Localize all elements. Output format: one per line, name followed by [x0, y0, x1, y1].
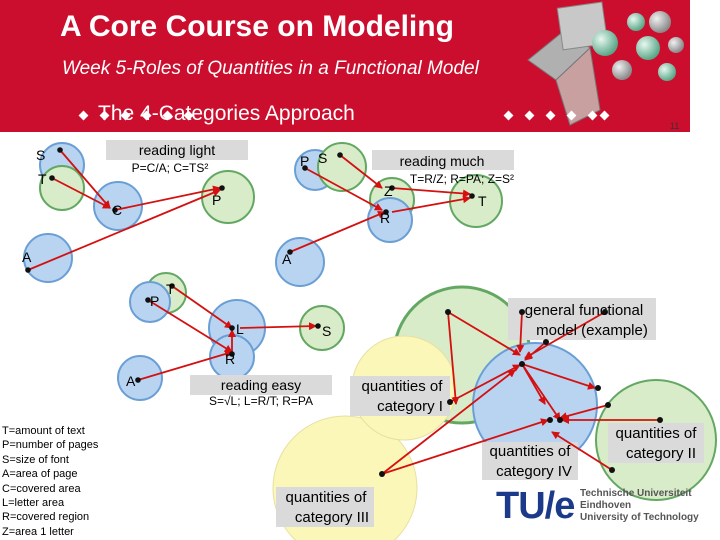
- legend-item: P=number of pages: [2, 439, 99, 452]
- category-I-label-box: [350, 376, 450, 416]
- legend-item: S=size of font: [2, 453, 69, 466]
- legend-item: C=covered area: [2, 482, 81, 495]
- reading-light-label: reading light: [139, 142, 215, 158]
- legend-item: A=area of page: [2, 468, 78, 481]
- node-Z-much: Z: [384, 183, 393, 199]
- category-II-line2: category II: [626, 445, 696, 462]
- page-subtitle: Week 5-Roles of Quantities in a Function…: [62, 58, 479, 79]
- arrows: [27, 149, 660, 475]
- legend-item: R=covered region: [2, 511, 90, 524]
- node-A-light: A: [22, 249, 32, 265]
- category-II-line1: quantities of: [616, 425, 698, 442]
- page-title: A Core Course on Modeling: [60, 10, 454, 43]
- legend-item: Z=area 1 letter: [2, 525, 74, 538]
- general-model-label-line2: model (example): [536, 322, 648, 339]
- reading-much-formula: T=R/Z; R=PA; Z=S²: [410, 172, 514, 186]
- tue-logo: TU/e: [496, 485, 575, 528]
- legend-item: L=letter area: [2, 497, 65, 510]
- node-A-much: A: [282, 251, 292, 267]
- node-dots: [25, 147, 663, 477]
- node-R-easy: R: [225, 351, 235, 367]
- reading-easy-formula: S=√L; L=R/T; R=PA: [209, 394, 313, 408]
- general-model-label-box: [508, 298, 656, 340]
- category-IV-line1: quantities of: [490, 443, 572, 460]
- node-T-light: T: [38, 171, 47, 187]
- category-II-label-box: [608, 423, 704, 463]
- category-III-line1: quantities of: [286, 489, 368, 506]
- reading-light-formula: P=C/A; C=TS²: [132, 161, 209, 175]
- decorative-shapes: [527, 1, 684, 126]
- node-A-easy: A: [126, 373, 136, 389]
- node-C-light: C: [112, 202, 122, 218]
- university-name-line2: Eindhoven: [580, 500, 632, 511]
- node-T-easy: T: [166, 281, 175, 297]
- node-R-much: R: [380, 210, 390, 226]
- node-P-much: P: [300, 153, 309, 169]
- cluster-reading-light: [23, 140, 255, 283]
- category-IV-label-box: [482, 442, 578, 480]
- node-labels: S T C P A P S Z T R A T P L S R A: [22, 147, 487, 389]
- node-T-much: T: [478, 193, 487, 209]
- header-diamonds: [78, 110, 610, 121]
- category-I-line1: quantities of: [362, 378, 444, 395]
- university-name-line3: University of Technology: [580, 512, 699, 523]
- node-S-much: S: [318, 150, 327, 166]
- node-S-light: S: [36, 147, 45, 163]
- general-model-label-line1: general functional: [525, 302, 643, 319]
- slide-number: 11: [670, 121, 680, 131]
- category-I-line2: category I: [377, 398, 443, 415]
- tue-logo-mark: TU/e: [496, 485, 575, 527]
- category-III-line2: category III: [295, 509, 369, 526]
- category-III-label-box: [276, 487, 374, 527]
- university-name-line1: Technische Universiteit: [580, 488, 692, 499]
- node-P-easy: P: [150, 293, 159, 309]
- university-name: Technische Universiteit Eindhoven Univer…: [580, 488, 699, 524]
- node-P-light: P: [212, 192, 221, 208]
- node-S-easy: S: [322, 323, 331, 339]
- section-heading: The 4-Categories Approach: [98, 102, 355, 125]
- node-L-easy: L: [236, 321, 244, 337]
- legend-item: T=amount of text: [2, 425, 85, 437]
- reading-easy-label: reading easy: [221, 377, 301, 393]
- variable-legend: T=amount of text P=number of pages S=siz…: [2, 424, 98, 539]
- reading-much-label: reading much: [400, 153, 485, 169]
- category-IV-line2: category IV: [496, 463, 572, 480]
